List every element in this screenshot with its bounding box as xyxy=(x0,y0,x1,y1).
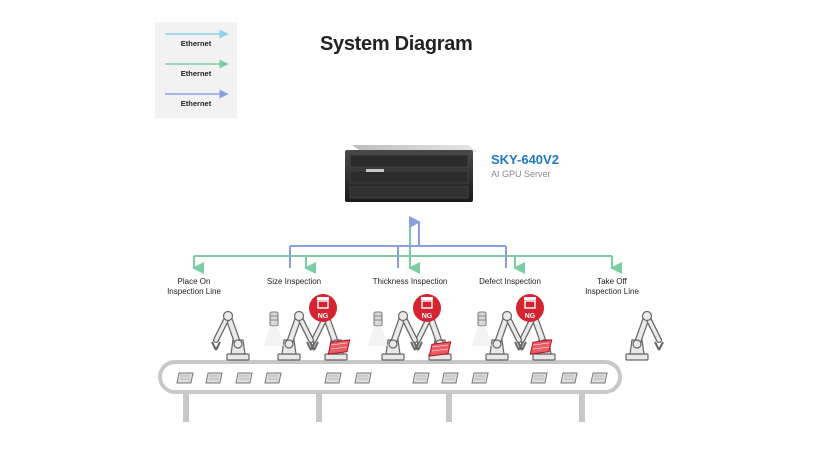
legend-lines xyxy=(165,29,229,99)
server-name: SKY-640V2 xyxy=(491,152,559,167)
station-label-size: Size Inspection xyxy=(254,277,334,287)
legend-label-3: Ethernet xyxy=(180,99,212,108)
inspector-arm-thickness xyxy=(382,312,419,361)
ng-tile xyxy=(327,339,351,355)
station-label-line1: Place On xyxy=(177,277,211,286)
ng-tile xyxy=(529,339,553,355)
ng-badge-defect: NG xyxy=(516,294,544,322)
ng-label: NG xyxy=(525,313,536,320)
station-label-line2: Inspection Line xyxy=(585,287,639,296)
ng-tile xyxy=(428,341,452,357)
station-label-line1: Defect Inspection xyxy=(479,277,541,286)
server-unit xyxy=(345,145,478,202)
inspector-arm-size xyxy=(278,312,315,361)
station-label-defect: Defect Inspection xyxy=(466,277,554,287)
legend-label-2: Ethernet xyxy=(180,69,212,78)
robot-arm-place-on xyxy=(212,312,249,361)
station-label-place-on: Place On Inspection Line xyxy=(154,277,234,297)
inspector-arm-defect xyxy=(486,312,523,361)
ng-label: NG xyxy=(318,313,329,320)
conveyor-belt xyxy=(158,360,622,422)
ng-badge-size: NG xyxy=(309,294,337,322)
robot-arm-take-off xyxy=(626,312,663,361)
station-label-line1: Take Off xyxy=(597,277,627,286)
station-label-take-off: Take Off Inspection Line xyxy=(572,277,652,297)
station-label-thickness: Thickness Inspection xyxy=(362,277,458,287)
server-subtitle: AI GPU Server xyxy=(491,169,551,179)
legend-label-1: Ethernet xyxy=(180,39,212,48)
page-title: System Diagram xyxy=(320,33,473,55)
camera-icon xyxy=(367,311,389,347)
camera-icon xyxy=(263,311,285,347)
station-label-line1: Size Inspection xyxy=(266,277,322,286)
network-lines xyxy=(192,216,622,274)
camera-icon xyxy=(471,311,493,347)
station-label-line2: Inspection Line xyxy=(167,287,221,296)
ng-badge-thickness: NG xyxy=(413,294,441,322)
legend: Ethernet Ethernet Ethernet xyxy=(155,22,237,118)
station-label-line1: Thickness Inspection xyxy=(372,277,448,286)
ng-label: NG xyxy=(422,313,433,320)
